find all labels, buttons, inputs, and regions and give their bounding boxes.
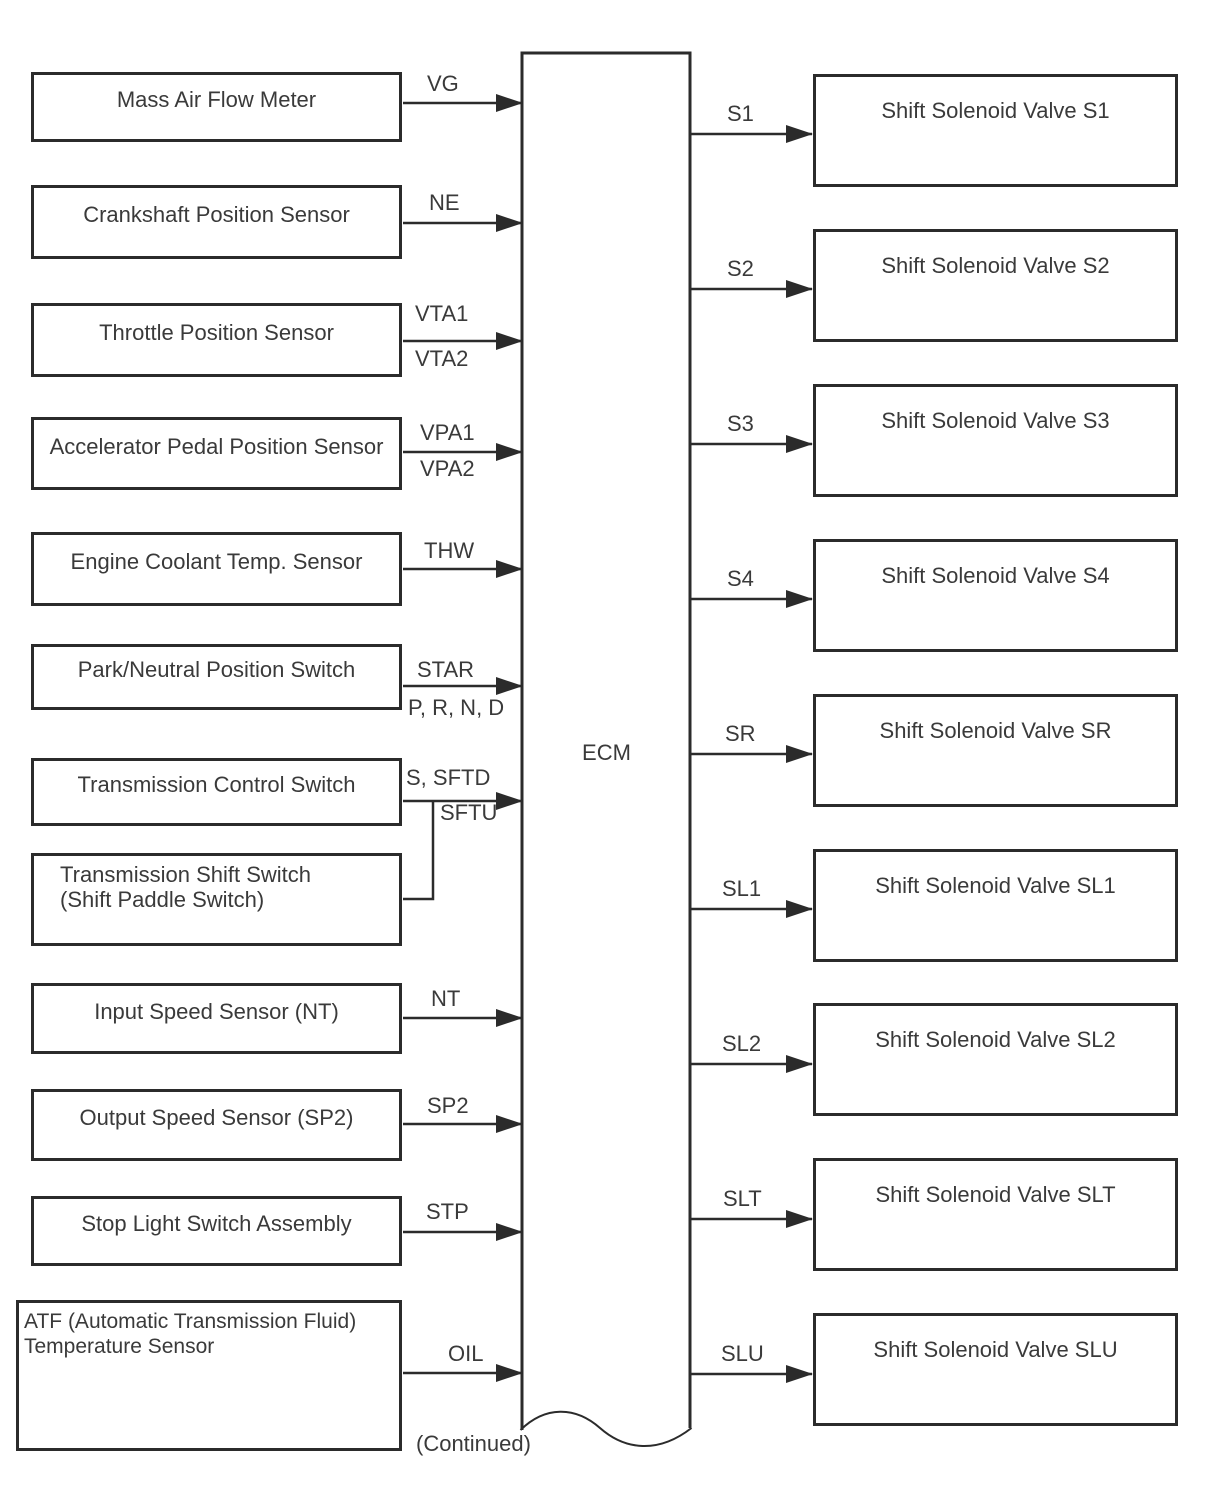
input-box-input-speed-sensor: Input Speed Sensor (NT) [31,983,402,1054]
input-box-output-speed-sensor: Output Speed Sensor (SP2) [31,1089,402,1161]
signal-label-sftu: SFTU [440,800,498,825]
input-box-transmission-shift-switch: Transmission Shift Switch (Shift Paddle … [31,853,402,946]
output-box-shift-solenoid-valve-sl2: Shift Solenoid Valve SL2 [813,1003,1178,1116]
signal-label-vg: VG [427,71,459,96]
input-box-label-line2: (Shift Paddle Switch) [60,887,265,912]
output-box-shift-solenoid-valve-s4: Shift Solenoid Valve S4 [813,539,1178,652]
signal-label-s3: S3 [727,411,754,436]
ecm-box [520,51,692,1430]
output-box-shift-solenoid-valve-slu: Shift Solenoid Valve SLU [813,1313,1178,1426]
signal-label-s2: S2 [727,256,754,281]
ecm-label: ECM [582,740,631,765]
signal-label-s-sftd: S, SFTD [406,765,491,790]
signal-label-nt: NT [431,986,461,1011]
signal-label-sr: SR [725,721,756,746]
signal-label-vta2: VTA2 [415,346,469,371]
output-box-shift-solenoid-valve-sl1: Shift Solenoid Valve SL1 [813,849,1178,962]
signal-label-thw: THW [424,538,475,563]
input-box-accelerator-pedal-position-sensor: Accelerator Pedal Position Sensor [31,417,402,490]
input-box-crankshaft-position-sensor: Crankshaft Position Sensor [31,185,402,259]
signal-label-stp: STP [426,1199,469,1224]
signal-label-sp2: SP2 [427,1093,469,1118]
signal-label-ne: NE [429,190,460,215]
input-box-label-line1: ATF (Automatic Transmission Fluid) [24,1310,357,1333]
signal-label-s4: S4 [727,566,754,591]
signal-label-vpa2: VPA2 [420,456,475,481]
signal-label-star: STAR [417,657,475,682]
input-box-label-line2: Temperature Sensor [24,1335,215,1358]
connector-shift-paddle-switch [403,801,435,901]
input-box-engine-coolant-temp-sensor: Engine Coolant Temp. Sensor [31,532,402,606]
signal-label-vta1: VTA1 [415,301,469,326]
input-box-stop-light-switch-assembly: Stop Light Switch Assembly [31,1196,402,1266]
signal-label-p-r-n-d: P, R, N, D [408,695,505,720]
ecm-box-wavy-bottom [519,1410,693,1447]
signal-label-slt: SLT [723,1186,762,1211]
output-box-shift-solenoid-valve-slt: Shift Solenoid Valve SLT [813,1158,1178,1271]
signal-label-oil: OIL [448,1341,484,1366]
signal-label-s1: S1 [727,101,754,126]
output-box-shift-solenoid-valve-s1: Shift Solenoid Valve S1 [813,74,1178,187]
output-box-shift-solenoid-valve-s3: Shift Solenoid Valve S3 [813,384,1178,497]
input-box-atf-temperature-sensor: ATF (Automatic Transmission Fluid) Tempe… [16,1300,402,1451]
signal-label-slu: SLU [721,1341,764,1366]
input-box-transmission-control-switch: Transmission Control Switch [31,758,402,826]
input-box-mass-air-flow-meter: Mass Air Flow Meter [31,72,402,142]
output-box-shift-solenoid-valve-sr: Shift Solenoid Valve SR [813,694,1178,807]
signal-label-vpa1: VPA1 [420,420,475,445]
continued-note: (Continued) [416,1431,531,1456]
input-box-throttle-position-sensor: Throttle Position Sensor [31,303,402,377]
input-box-park-neutral-position-switch: Park/Neutral Position Switch [31,644,402,710]
output-box-shift-solenoid-valve-s2: Shift Solenoid Valve S2 [813,229,1178,342]
input-box-label-line1: Transmission Shift Switch [60,862,312,887]
signal-label-sl2: SL2 [722,1031,762,1056]
signal-label-sl1: SL1 [722,876,762,901]
